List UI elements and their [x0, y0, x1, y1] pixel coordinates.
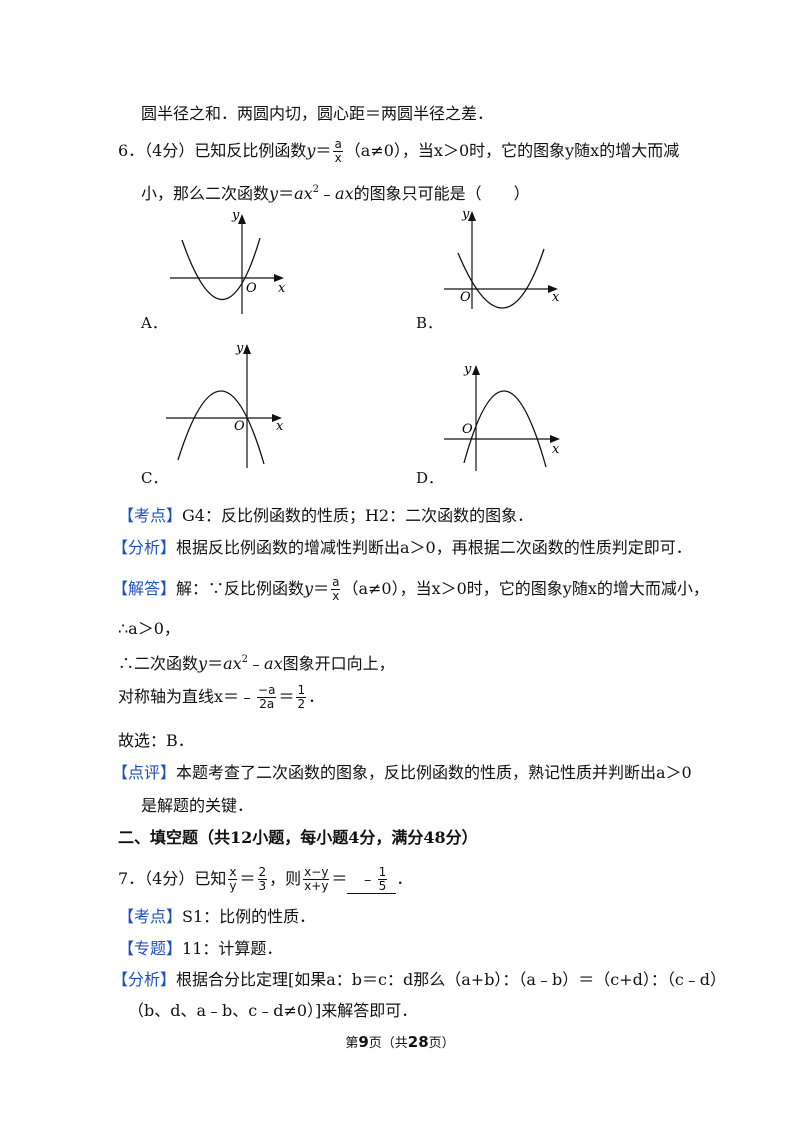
option-d: D．: [416, 469, 444, 487]
zhuanti-7: 【专题】11：计算题．: [118, 939, 283, 958]
fenxi-6: 【分析】根据反比例函数的增减性判断出a＞0，再根据二次函数的性质判定即可．: [112, 538, 692, 557]
page-total: 28: [407, 1033, 429, 1051]
jieda-6-line2: ∴a＞0，: [118, 619, 180, 638]
question-6-number: 6．（4分）已知反比例函数: [118, 141, 307, 160]
axis-x-label: x: [552, 290, 560, 305]
section-heading: 二、填空题（共12小题，每小题4分，满分48分）: [118, 828, 478, 847]
graph-b: y x O: [440, 205, 570, 320]
question-7-number: 7．（4分）已知: [118, 869, 227, 888]
origin-label: O: [234, 419, 245, 434]
axis-y-label: y: [231, 210, 240, 223]
axis-y-label: y: [463, 362, 472, 377]
origin-label: O: [246, 281, 257, 296]
option-c: C．: [141, 469, 168, 487]
jieda-6-line5: 故选：B．: [118, 731, 194, 750]
graph-c: y x O: [160, 340, 300, 470]
tag-kaodian: 【考点】: [118, 907, 183, 926]
tag-dianping: 【点评】: [112, 763, 177, 782]
page-footer: 第9页（共28页）: [345, 1033, 455, 1051]
tag-zhuanti: 【专题】: [118, 939, 183, 958]
graph-d: y x O: [440, 355, 570, 475]
tag-jieda: 【解答】: [112, 579, 177, 598]
graph-a: y x O: [160, 210, 300, 320]
kaodian-6: 【考点】G4：反比例函数的性质；H2：二次函数的图象．: [118, 506, 534, 525]
axis-x-label: x: [276, 419, 284, 434]
dianping-6-line1: 【点评】本题考查了二次函数的图象，反比例函数的性质，熟记性质并判断出a＞0: [112, 763, 692, 782]
tag-fenxi: 【分析】: [112, 970, 177, 989]
dianping-6-line2: 是解题的关键．: [141, 796, 254, 815]
kaodian-7: 【考点】S1：比例的性质．: [118, 907, 316, 926]
tag-kaodian: 【考点】: [118, 506, 183, 525]
axis-y-label: y: [461, 207, 470, 222]
axis-y-label: y: [235, 341, 244, 356]
axis-x-label: x: [552, 442, 560, 457]
jieda-6-line3: ∴二次函数y＝ax2﹣ax图象开口向上，: [118, 654, 395, 673]
fenxi-7-line2: （b、d、a﹣b、c﹣d≠0）]来解答即可．: [128, 1001, 418, 1020]
page-number: 9: [358, 1033, 369, 1051]
text-line: 圆半径之和．两圆内切，圆心距＝两圆半径之差．: [141, 104, 494, 123]
tag-fenxi: 【分析】: [112, 538, 177, 557]
question-6-line2: 小，那么二次函数y＝ax2﹣ax的图象只可能是（ ）: [141, 184, 530, 203]
axis-x-label: x: [278, 281, 286, 296]
fenxi-7-line1: 【分析】根据合分比定理[如果a：b＝c：d那么（a+b）：（a﹣b）＝（c+d）…: [112, 970, 727, 989]
origin-label: O: [462, 422, 473, 437]
option-a: A．: [141, 314, 167, 332]
option-b: B．: [416, 314, 443, 332]
origin-label: O: [460, 290, 471, 305]
